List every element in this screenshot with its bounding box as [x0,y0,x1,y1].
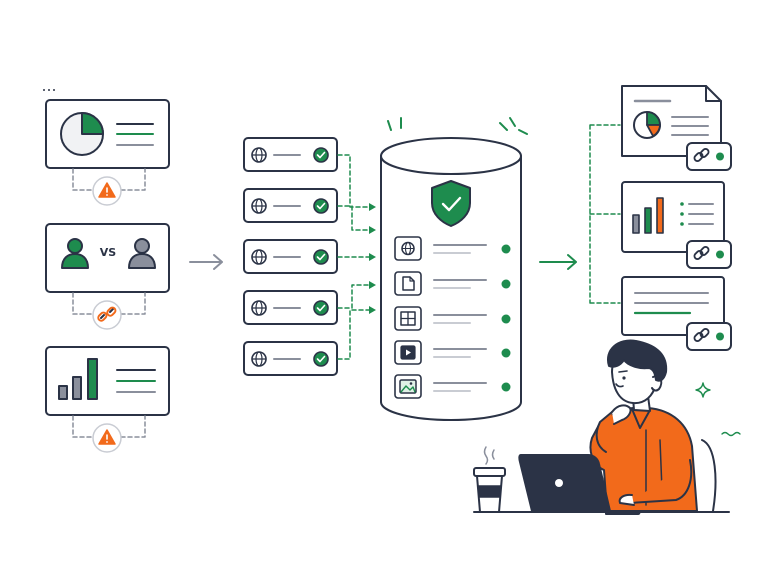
web-source-row [243,137,338,172]
link-badge [686,142,732,171]
link-icon [693,328,710,342]
coffee-cup-icon [473,446,506,513]
problem-connector [72,415,146,438]
bar-chart-icon [632,197,664,234]
ingest-arrowheads [369,203,376,314]
vs-label: VS [100,246,117,259]
globe-icon [401,241,415,256]
arrow-right-icon [539,254,577,270]
link-badge [686,240,732,269]
output-connectors [589,124,621,304]
database-row [394,374,511,399]
ingest-connectors [337,154,371,360]
sparkle-icon [695,382,711,398]
document-icon [402,276,415,291]
web-source-row [243,290,338,325]
globe-icon [251,351,267,367]
database-row [394,306,511,331]
glow-marks [387,117,528,135]
check-icon [313,147,329,163]
user-icon [128,238,156,269]
globe-icon [251,249,267,265]
check-icon [313,198,329,214]
check-icon [313,300,329,316]
output-card-bar-report [621,181,725,253]
warning-icon [92,423,122,453]
link-badge [686,322,732,351]
image-icon [399,379,417,394]
globe-icon [251,300,267,316]
table-icon [400,311,416,326]
wave-decoration [721,431,741,437]
arrow-right-icon [189,254,223,270]
problem-connector [72,168,146,191]
web-source-row [243,341,338,376]
globe-icon [251,147,267,163]
pie-chart-icon [633,111,661,139]
decorative-dots [43,89,55,91]
warning-icon [92,176,122,206]
source-card-bar-chart [45,346,170,416]
problem-connector [72,292,146,315]
link-icon [693,148,710,162]
database-cylinder [380,117,528,421]
web-source-row [243,188,338,223]
person-thinking-icon [589,339,717,512]
pie-chart-icon [60,112,104,156]
bar-chart-icon [58,358,98,400]
video-icon [400,345,416,360]
output-card-pie-report [621,85,722,157]
check-icon [313,351,329,367]
source-card-user-comparison: VS [45,223,170,293]
web-source-list [243,137,338,376]
database-row [394,340,511,365]
check-icon [313,249,329,265]
text-report-icon [633,292,709,315]
broken-link-icon [92,300,122,330]
web-source-row [243,239,338,274]
user-icon [61,238,89,269]
laptop-icon [518,454,641,515]
shield-check-icon [431,180,471,227]
globe-icon [251,198,267,214]
output-card-text-report [621,276,725,336]
source-card-pie-chart [45,99,170,169]
database-row [394,271,511,296]
database-row [394,236,511,261]
link-icon [693,246,710,260]
